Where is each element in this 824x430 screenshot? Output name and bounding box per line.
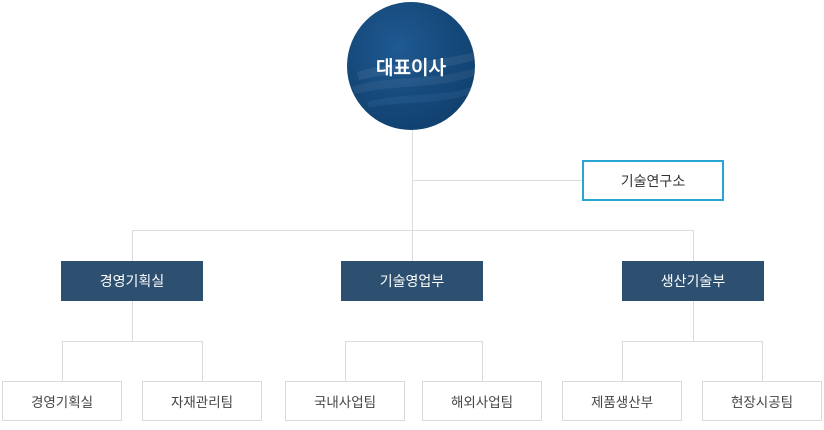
connector-dept-3-bus: [622, 341, 763, 342]
team-label: 국내사업팀: [313, 395, 377, 411]
team-label: 제품생산부: [590, 395, 654, 411]
team-label: 경영기획실: [30, 395, 94, 411]
connector-dept-1-bus: [62, 341, 203, 342]
team-label: 해외사업팀: [450, 395, 514, 411]
connector-dept-1-stem: [132, 301, 133, 341]
connector-dept-3-stem: [693, 301, 694, 341]
connector-dept-3-drop: [693, 230, 694, 261]
research-lab-label: 기술연구소: [620, 173, 686, 190]
department-label: 경영기획실: [99, 274, 165, 290]
connector-ceo-trunk: [412, 130, 413, 261]
connector-team-3b-drop: [762, 341, 763, 381]
department-node-management: 경영기획실: [61, 261, 203, 301]
team-node: 현장시공팀: [702, 381, 822, 421]
connector-team-3a-drop: [622, 341, 623, 381]
ceo-node: 대표이사: [347, 2, 475, 130]
department-node-production: 생산기술부: [622, 261, 764, 301]
team-label: 자재관리팀: [170, 395, 234, 411]
department-label: 기술영업부: [379, 274, 445, 290]
team-node: 국내사업팀: [285, 381, 405, 421]
department-label: 생산기술부: [660, 274, 726, 290]
connector-dept-bus: [132, 230, 693, 231]
department-node-sales: 기술영업부: [341, 261, 483, 301]
ceo-label: 대표이사: [376, 56, 446, 79]
swoosh-graphic: [352, 52, 475, 108]
team-node: 자재관리팀: [142, 381, 262, 421]
team-label: 현장시공팀: [730, 395, 794, 411]
team-node: 제품생산부: [562, 381, 682, 421]
connector-team-2a-drop: [345, 341, 346, 381]
connector-team-1b-drop: [202, 341, 203, 381]
connector-lab-branch: [412, 180, 582, 181]
connector-dept-1-drop: [132, 230, 133, 261]
connector-team-1a-drop: [62, 341, 63, 381]
connector-dept-2-bus: [345, 341, 483, 342]
team-node: 경영기획실: [2, 381, 122, 421]
research-lab-node: 기술연구소: [582, 160, 724, 201]
team-node: 해외사업팀: [422, 381, 542, 421]
connector-team-2b-drop: [482, 341, 483, 381]
